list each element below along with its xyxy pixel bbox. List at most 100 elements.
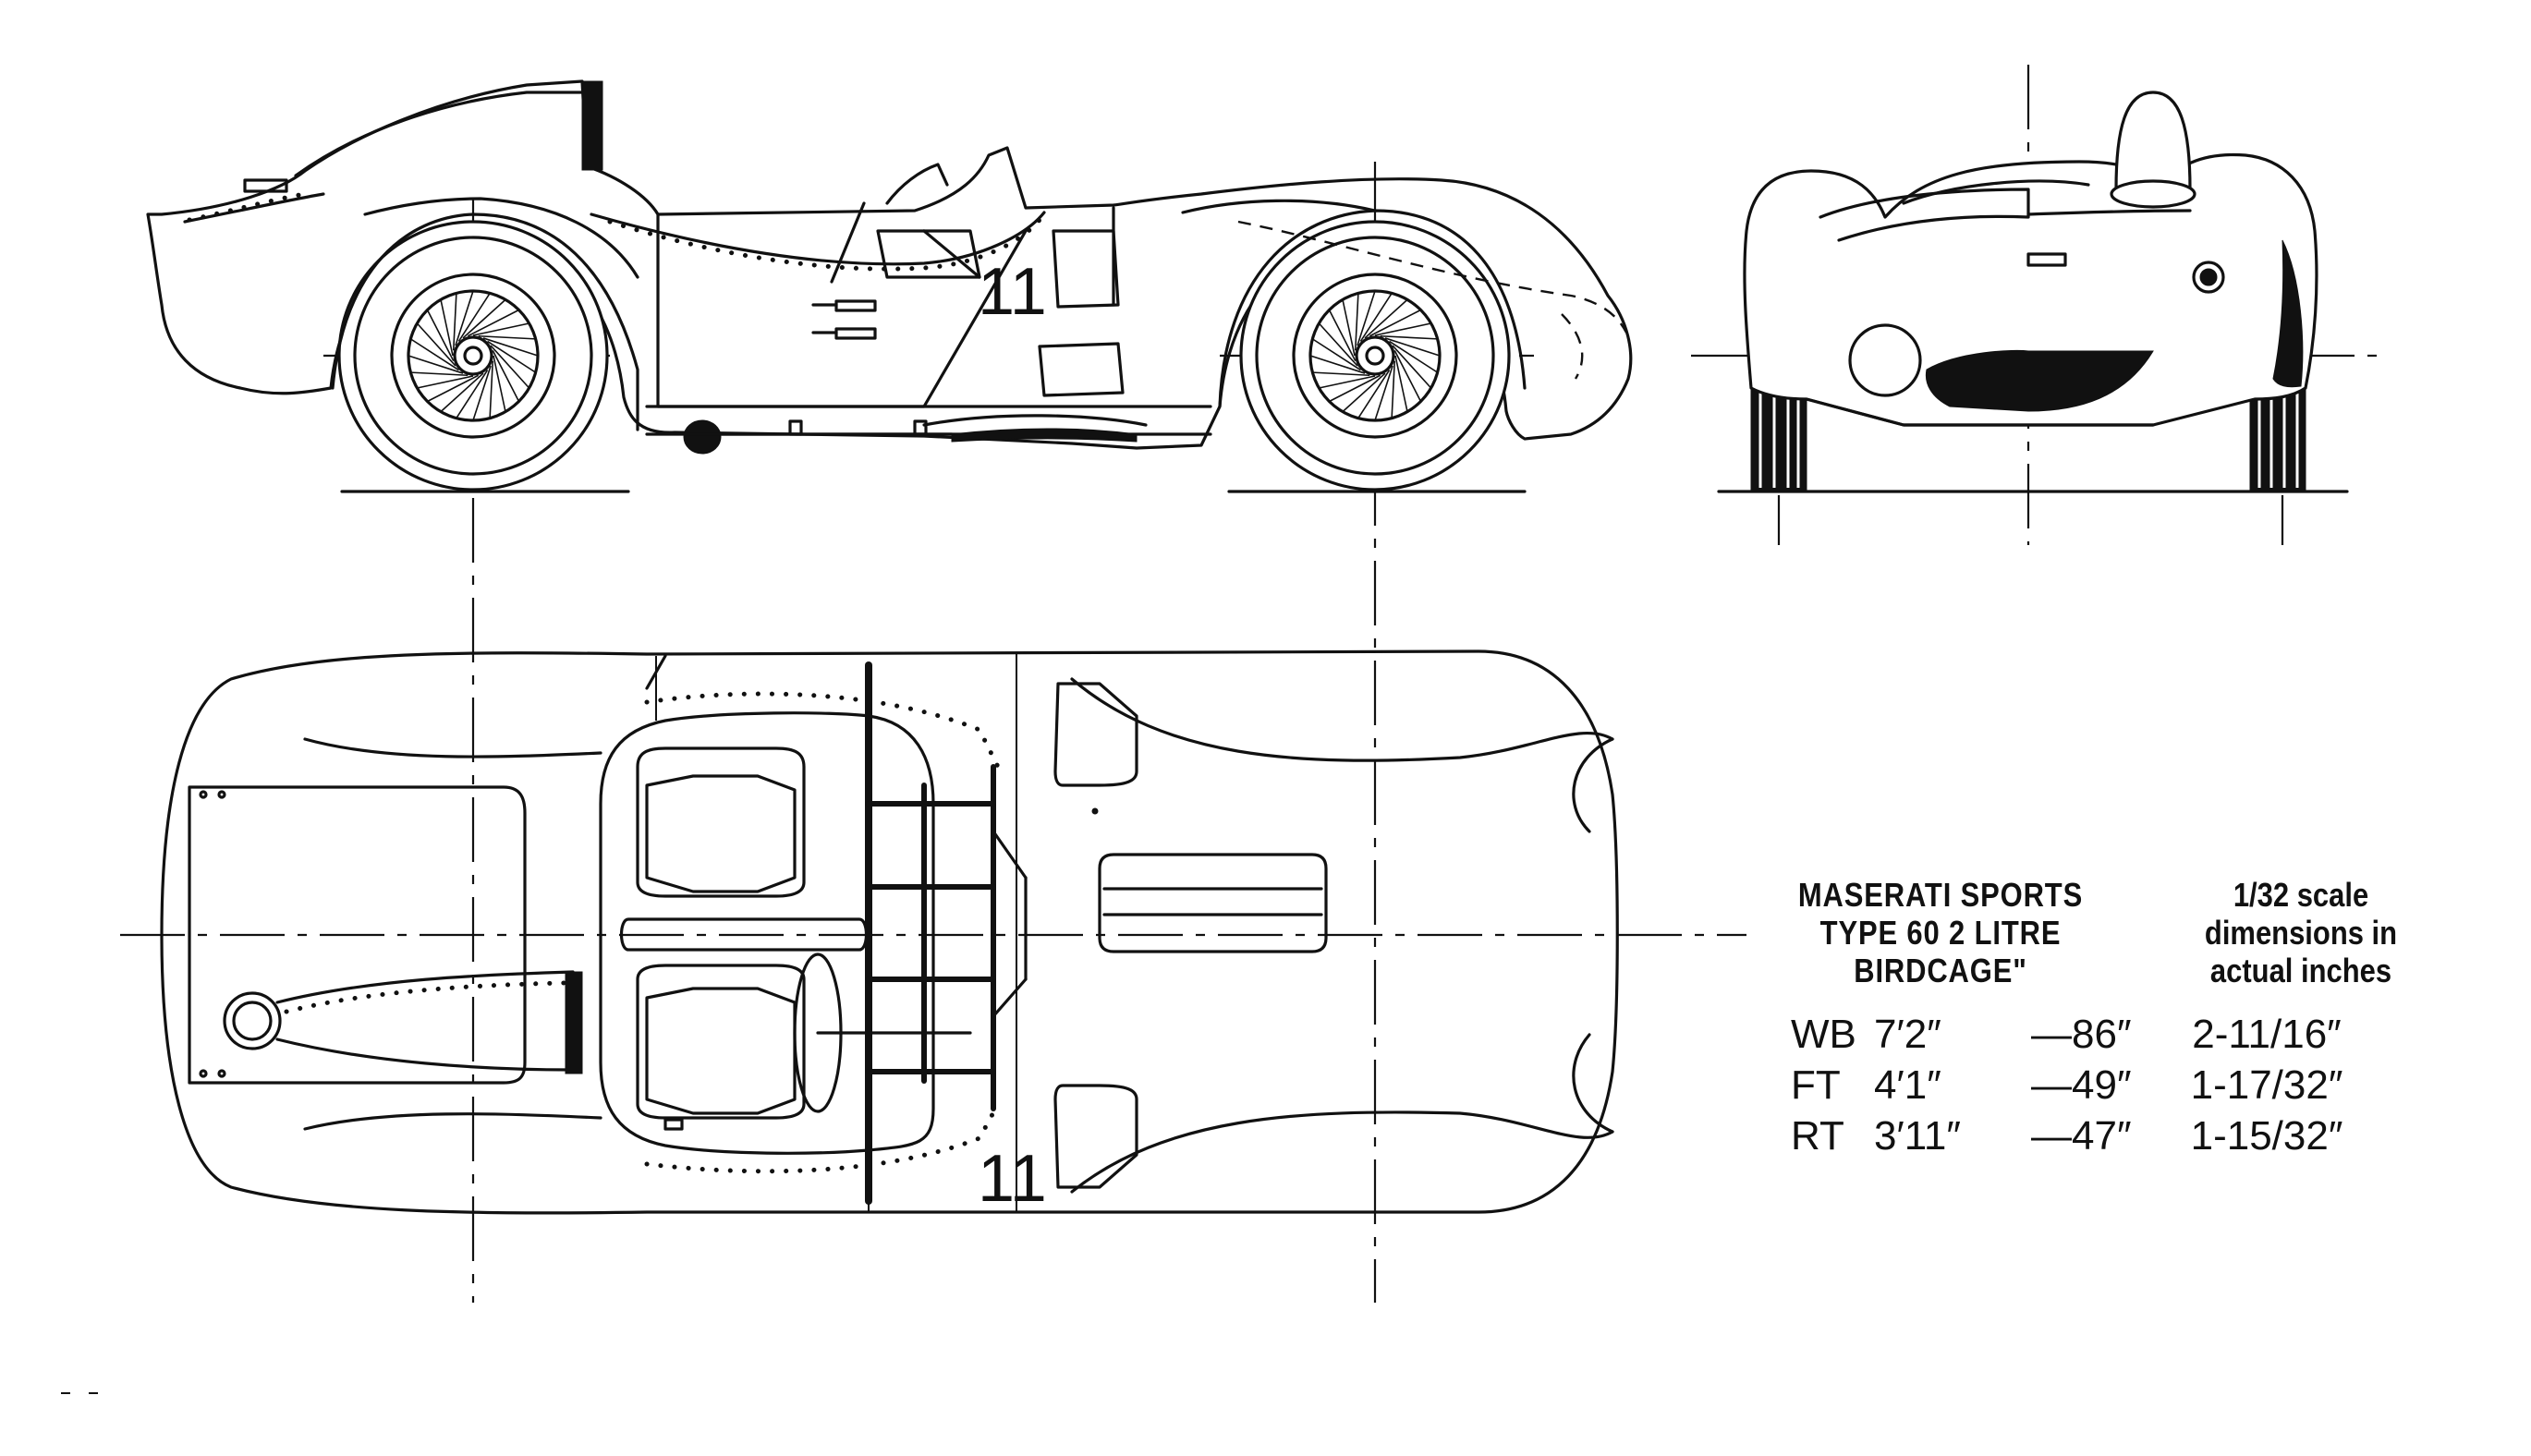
wire-spoke xyxy=(426,309,455,362)
space-frame xyxy=(865,661,1028,1205)
grille-plug xyxy=(2192,261,2225,294)
wire-spoke xyxy=(1380,334,1438,340)
hood-vent-right xyxy=(1053,1084,1138,1189)
rear-wire-spokes xyxy=(408,290,539,421)
wire-spoke xyxy=(487,340,537,373)
headrest-rivets xyxy=(284,980,566,1014)
frame-tube-1 xyxy=(876,229,981,279)
rear-vent xyxy=(243,178,288,193)
fuel-filler-inner xyxy=(232,1001,273,1041)
wire-spoke xyxy=(1329,374,1381,403)
dimension-actual: 2-11/16″ xyxy=(2192,1012,2342,1057)
rear-rim xyxy=(390,273,556,439)
dimension-code: FT xyxy=(1791,1062,1841,1108)
front-hub xyxy=(1355,335,1395,376)
wire-spoke xyxy=(1309,355,1366,374)
windscreen xyxy=(885,163,949,205)
front-fender-crease xyxy=(1181,199,1377,214)
front-tire-inner xyxy=(1255,236,1495,476)
side-car-number: 11 xyxy=(978,255,1047,329)
rear-fender-top-left xyxy=(303,737,602,758)
nose-vent-left xyxy=(1572,737,1614,833)
dimension-code: WB xyxy=(1791,1012,1856,1057)
rear-hub xyxy=(453,335,493,376)
wire-spoke xyxy=(1394,355,1408,412)
headrest-black-band-top xyxy=(565,971,583,1074)
car-title: MASERATI SPORTS TYPE 60 2 LITRE BIRDCAGE… xyxy=(1782,876,2099,989)
dimension-feet: 4′1″ xyxy=(1874,1062,1941,1108)
wire-spoke xyxy=(1319,375,1376,389)
rear-arch xyxy=(331,212,639,431)
wire-spoke xyxy=(1328,309,1357,362)
grille-plug-center xyxy=(2199,268,2218,286)
wire-spoke xyxy=(462,298,506,339)
hidden-frame-line xyxy=(1237,220,1628,334)
dimension-actual: 1-17/32″ xyxy=(2190,1062,2343,1108)
front-vent-upper xyxy=(1052,229,1120,309)
dimension-inches: —47″ xyxy=(2031,1113,2132,1159)
cowl-front xyxy=(1819,188,2030,242)
wire-spoke xyxy=(478,334,536,340)
dimension-code: RT xyxy=(1791,1113,1844,1159)
nose-vent-right xyxy=(1572,1033,1614,1134)
front-rim xyxy=(1292,273,1458,439)
title-line-2: TYPE 60 2 LITRE xyxy=(1819,914,2062,952)
wire-spoke xyxy=(1393,349,1422,402)
front-fender-top-right xyxy=(1070,1110,1614,1194)
rear-hub-nut xyxy=(463,346,483,366)
wire-spoke xyxy=(440,299,454,357)
nose-line xyxy=(2026,209,2192,216)
dimension-inches: —49″ xyxy=(2031,1062,2132,1108)
headrest-fairing xyxy=(294,91,584,177)
wire-spoke xyxy=(1342,372,1386,413)
headrest-taper-bottom xyxy=(275,1037,575,1072)
wire-spoke xyxy=(493,355,506,412)
frame-tube-2 xyxy=(922,229,981,279)
front-body-shadow xyxy=(2272,239,2304,388)
seat-left xyxy=(636,746,806,898)
rear-fender-top-right xyxy=(303,1112,602,1131)
tire-treads xyxy=(1758,393,2299,488)
wire-spoke xyxy=(492,349,520,402)
wire-spoke xyxy=(457,292,491,342)
wire-spoke xyxy=(482,337,539,357)
bolt-2 xyxy=(913,419,928,436)
wire-spoke xyxy=(410,371,468,377)
top-body-outline xyxy=(160,649,1619,1215)
seat-hinge xyxy=(663,1118,684,1131)
cockpit-rivets-bottom xyxy=(644,1101,1001,1174)
door-handle-2 xyxy=(834,327,877,340)
top-car-number: 11 xyxy=(978,1142,1047,1216)
exhaust-black xyxy=(951,428,1138,443)
wire-spoke xyxy=(1359,292,1393,342)
scale-note: 1/32 scale dimensions in actual inches xyxy=(2150,876,2452,989)
wire-spoke xyxy=(1357,370,1391,419)
hidden-nose-line xyxy=(1561,313,1584,380)
wire-spoke xyxy=(452,293,457,351)
cockpit-rivets-top xyxy=(644,691,1001,770)
seat-left-cushion xyxy=(645,774,797,893)
wire-spoke xyxy=(1374,322,1431,336)
front-badge xyxy=(2026,252,2067,267)
deck-rivets xyxy=(187,191,308,223)
hood-vent-left xyxy=(1053,682,1138,787)
wire-spoke xyxy=(1392,345,1432,389)
dimension-feet: 3′11″ xyxy=(1874,1113,1961,1159)
wire-spoke xyxy=(1374,365,1393,421)
headrest-taper-top xyxy=(275,970,575,1004)
headlamp-left xyxy=(1848,323,1922,397)
headrest-front xyxy=(2114,91,2192,191)
wire-spoke xyxy=(455,290,474,346)
wire-spoke xyxy=(456,370,489,419)
dimension-row-ft: FT 4′1″ —49″ 1-17/32″ xyxy=(1791,1060,2391,1110)
wire-spoke xyxy=(427,374,480,403)
steering-column xyxy=(830,201,866,284)
wire-spoke xyxy=(1391,360,1396,419)
wire-spoke xyxy=(1384,337,1441,357)
air-intake xyxy=(1925,349,2154,412)
bolt-1 xyxy=(788,419,803,436)
wire-spoke xyxy=(1318,322,1358,367)
